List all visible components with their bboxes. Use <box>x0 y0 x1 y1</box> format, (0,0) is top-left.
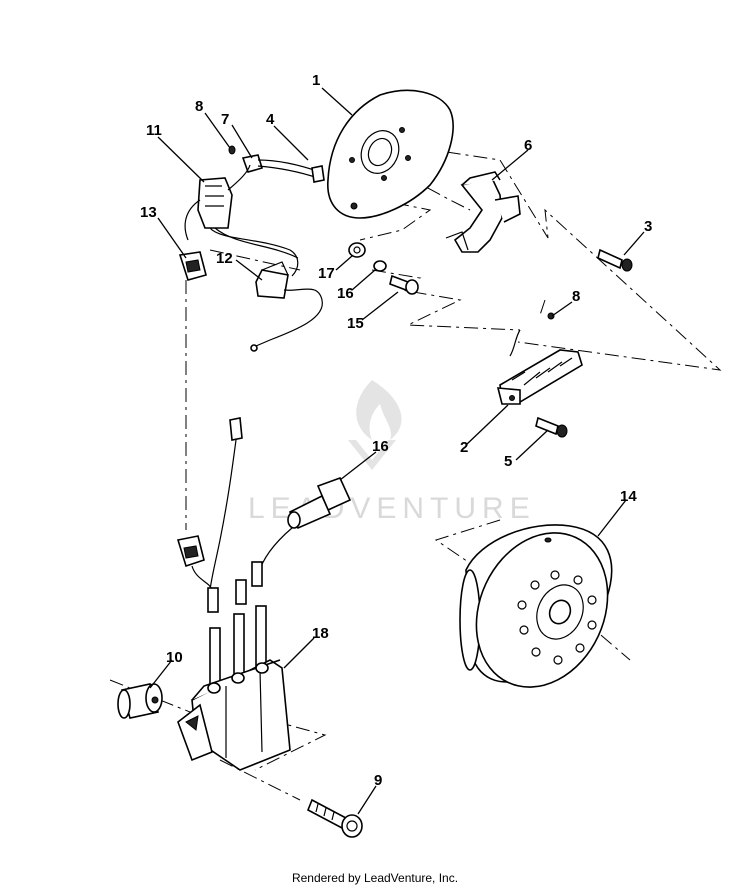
callout-16-lower: 16 <box>337 285 354 302</box>
callout-18: 18 <box>312 625 329 642</box>
callout-8-lower: 8 <box>572 288 580 305</box>
callout-8-upper: 8 <box>195 98 203 115</box>
callout-9: 9 <box>374 772 382 789</box>
alignment-lines <box>109 147 722 801</box>
callout-7: 7 <box>221 111 229 128</box>
short-screw <box>535 416 568 438</box>
callout-14: 14 <box>620 488 637 505</box>
harness-connector <box>178 251 207 281</box>
mounting-clamp <box>445 171 521 253</box>
relay-module <box>250 261 323 352</box>
callout-13: 13 <box>140 204 157 221</box>
callout-4: 4 <box>266 111 275 128</box>
footer-credit: Rendered by LeadVenture, Inc. <box>291 871 459 885</box>
wiring-harness <box>184 145 325 277</box>
callout-3: 3 <box>644 218 652 235</box>
spacer-bushing <box>117 683 163 719</box>
watermark-flame-icon <box>356 380 402 440</box>
callout-5: 5 <box>504 453 512 470</box>
callout-1: 1 <box>312 72 320 89</box>
callout-labels: 1 2 3 4 5 6 7 8 8 9 10 11 12 13 14 15 16… <box>140 72 652 789</box>
callout-2: 2 <box>460 439 468 456</box>
stator-plate <box>327 89 454 219</box>
long-screw <box>597 248 633 272</box>
callout-17: 17 <box>318 265 335 282</box>
callout-11: 11 <box>146 122 162 139</box>
leader-lines <box>149 87 645 815</box>
callout-10: 10 <box>166 649 183 666</box>
callout-16-upper: 16 <box>372 438 389 455</box>
watermark: LEADVENTURE <box>248 380 530 525</box>
ignition-parts-diagram: LEADVENTURE <box>109 72 722 838</box>
spark-plug-cap <box>257 476 352 576</box>
pickup-coil <box>496 312 583 405</box>
callout-15: 15 <box>347 315 364 332</box>
callout-6: 6 <box>524 137 532 154</box>
flywheel <box>459 524 613 688</box>
ignition-coil <box>177 561 291 771</box>
ignition-wiring <box>176 417 243 591</box>
watermark-v-icon <box>348 440 396 470</box>
callout-12: 12 <box>216 250 233 267</box>
mounting-bolt <box>306 798 363 838</box>
washer-stack <box>348 242 419 295</box>
